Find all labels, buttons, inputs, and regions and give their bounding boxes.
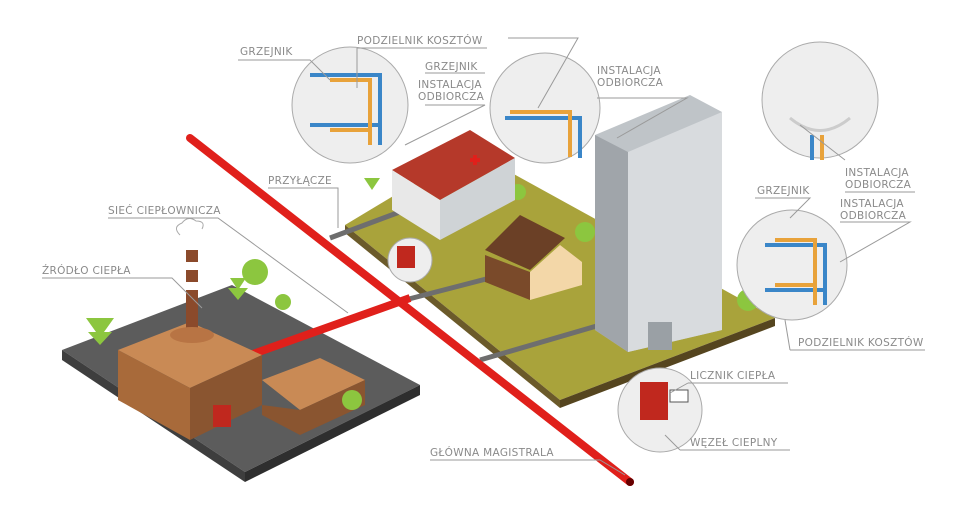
detail-radiators-block (736, 209, 848, 321)
detail-radiators-hospital (291, 46, 409, 164)
leader-lines (42, 37, 925, 476)
label-consumer-installation-1b: ODBIORCZA (418, 91, 485, 103)
plant-outlet-pipe (248, 294, 412, 359)
label-heating-network: SIEĆ CIEPŁOWNICZA (108, 204, 221, 217)
label-consumer-installation-4b: ODBIORCZA (840, 210, 907, 222)
apartment-block (595, 95, 722, 352)
labels: GRZEJNIK PODZIELNIK KOSZTÓW GRZEJNIK INS… (42, 34, 924, 459)
label-consumer-installation-3: INSTALACJA (845, 167, 909, 179)
label-cost-allocator: PODZIELNIK KOSZTÓW (357, 34, 483, 47)
heat-plant (118, 217, 365, 440)
label-heat-source: ŹRÓDŁO CIEPŁA (42, 264, 131, 277)
bubble-contents (310, 73, 851, 420)
label-service-connection: PRZYŁĄCZE (268, 175, 332, 187)
house-building (485, 215, 582, 300)
label-radiator: GRZEJNIK (757, 185, 810, 197)
label-consumer-installation-1: INSTALACJA (418, 79, 482, 91)
heating-network (186, 134, 634, 486)
label-main-pipeline: GŁÓWNA MAGISTRALA (430, 446, 554, 459)
label-radiator: GRZEJNIK (425, 61, 478, 73)
label-consumer-installation-2: INSTALACJA (597, 65, 661, 77)
label-heat-meter: LICZNIK CIEPŁA (690, 370, 776, 382)
connection-pipe-hospital (329, 207, 406, 241)
hospital-building (392, 130, 515, 240)
connection-pipe-house (404, 275, 491, 303)
label-consumer-installation-4: INSTALACJA (840, 198, 904, 210)
main-pipeline (186, 134, 634, 486)
label-consumer-installation-3b: ODBIORCZA (845, 179, 912, 191)
detail-radiator-house (489, 52, 601, 164)
label-heat-substation: WĘZEŁ CIEPLNY (690, 437, 778, 449)
label-consumer-installation-2b: ODBIORCZA (597, 77, 664, 89)
label-radiator: GRZEJNIK (240, 46, 293, 58)
label-cost-allocator: PODZIELNIK KOSZTÓW (798, 336, 924, 349)
